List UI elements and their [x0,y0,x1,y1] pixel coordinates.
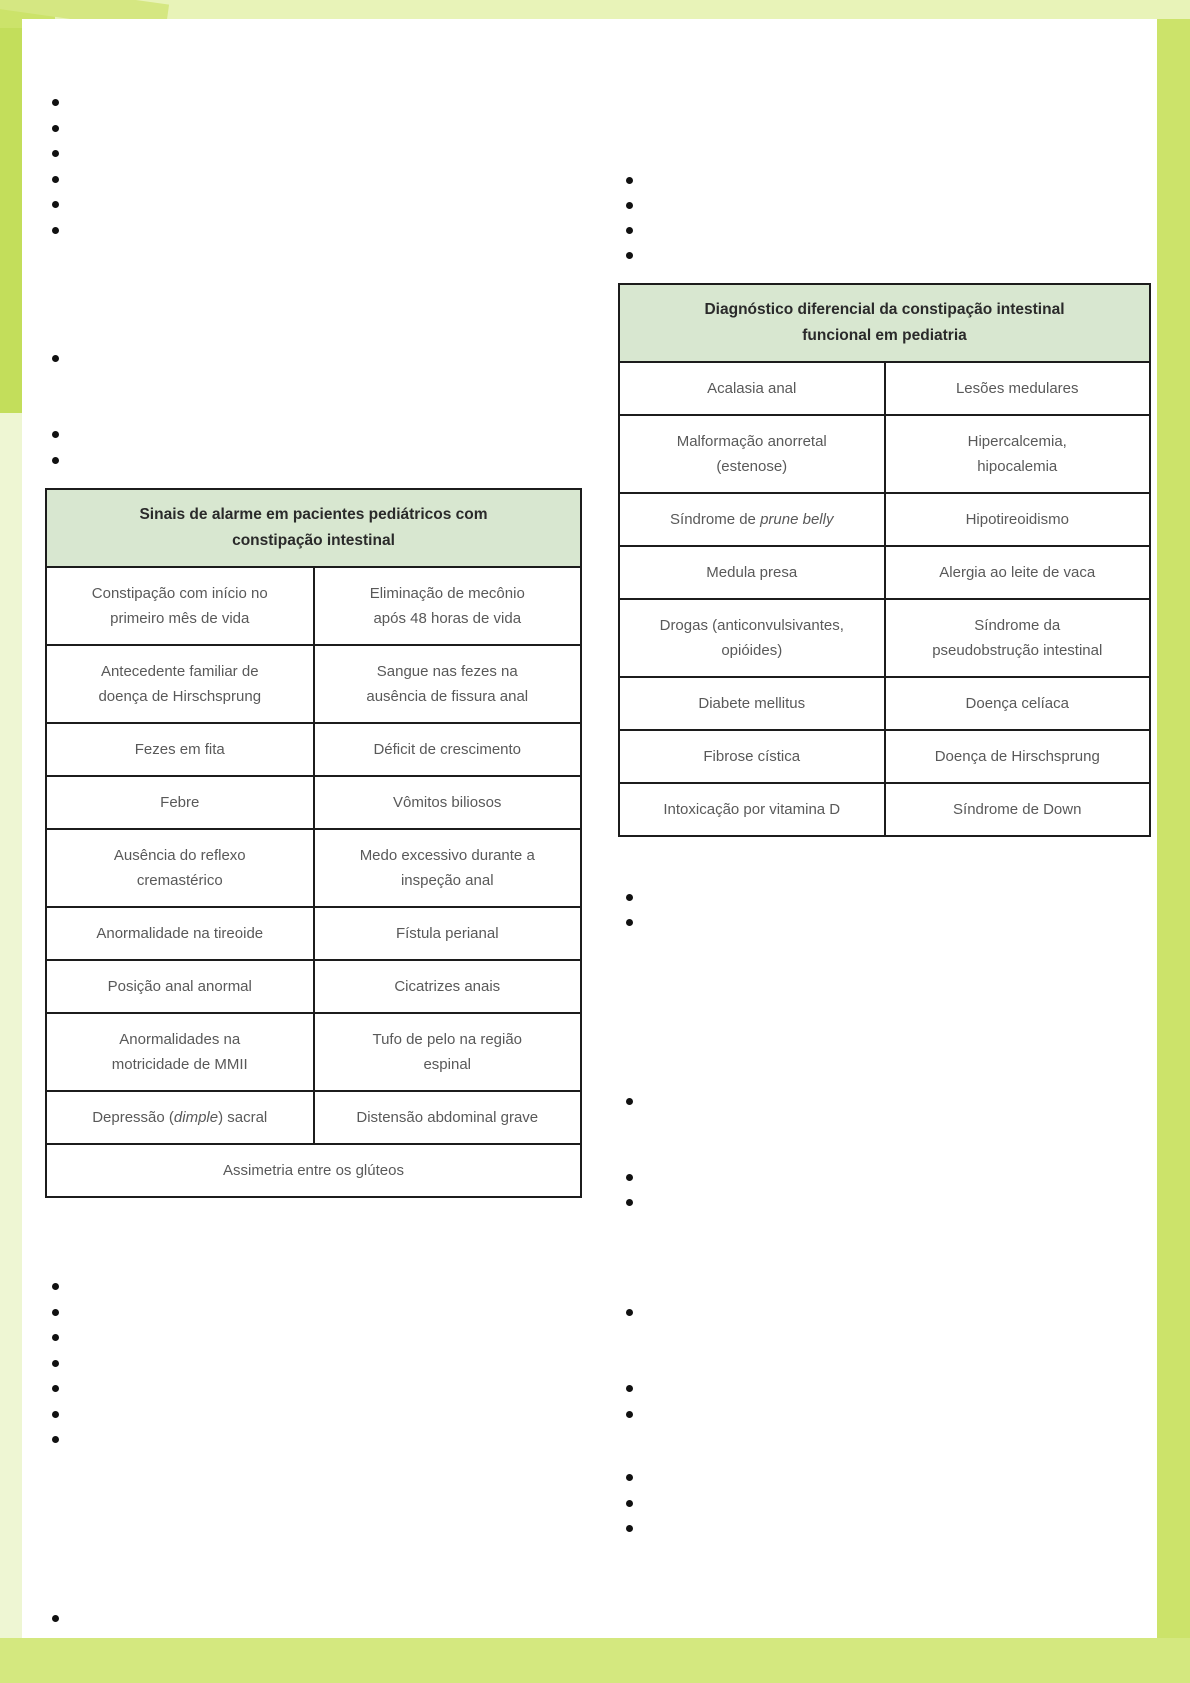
table-row: Assimetria entre os glúteos [45,1143,582,1198]
table-cell: Medula presa [618,545,886,600]
table-cell: Anormalidades na motricidade de MMII [45,1012,315,1092]
bullet-marker [52,99,59,106]
bullet-marker [626,1174,633,1181]
table-cell: Hipotireoidismo [883,492,1151,547]
bullet-marker [52,150,59,157]
table-cell: Fezes em fita [45,722,315,777]
bullet-marker [626,1525,633,1532]
table-cell: Alergia ao leite de vaca [883,545,1151,600]
bullet-marker [52,226,59,234]
table-cell: Sangue nas fezes na ausência de fissura … [312,644,582,724]
table-cell: Febre [45,775,315,830]
table-cell: Posição anal anormal [45,959,315,1014]
bullet-marker [626,227,633,234]
bullet-marker [626,1474,633,1481]
table-row: Malformação anorretal (estenose)Hipercal… [618,414,1151,494]
bullet-marker [626,1385,633,1392]
table-cell: Eliminação de mecônio após 48 horas de v… [312,566,582,646]
table-cell: Doença celíaca [883,676,1151,731]
bullet-marker [626,919,633,926]
background-shape-top [55,0,1190,19]
background-shape-left-bright [0,28,22,413]
bullet-marker [52,1385,59,1392]
table-cell: Tufo de pelo na região espinal [312,1012,582,1092]
bullet-marker [52,1359,59,1367]
bullet-marker [626,1499,633,1507]
table-cell: Síndrome de prune belly [618,492,886,547]
table-row: Antecedente familiar de doença de Hirsch… [45,644,582,724]
bullet-marker [52,201,59,208]
alarm-signs-table: Sinais de alarme em pacientes pediátrico… [45,488,582,1198]
bullet-marker [626,177,633,184]
table-cell: Cicatrizes anais [312,959,582,1014]
differential-diagnosis-table: Diagnóstico diferencial da constipação i… [618,283,1151,837]
table-cell: Acalasia anal [618,361,886,416]
bullet-marker [626,1309,633,1316]
table-cell: Malformação anorretal (estenose) [618,414,886,494]
bullet-marker [626,1199,633,1206]
bullet-marker [52,1436,59,1443]
bullet-marker [626,202,633,209]
bullet-marker [52,456,59,464]
bullet-marker [626,252,633,259]
background-shape-bottom [0,1638,1190,1683]
table-cell: Distensão abdominal grave [312,1090,582,1145]
table-cell: Fibrose cística [618,729,886,784]
table-cell: Síndrome de Down [883,782,1151,837]
table-cell: Lesões medulares [883,361,1151,416]
bullet-marker [52,1283,59,1290]
table-cell: Hipercalcemia, hipocalemia [883,414,1151,494]
alarm-signs-table-body: Constipação com início no primeiro mês d… [45,566,582,1198]
bullet-marker [626,894,633,901]
document-page: Sinais de alarme em pacientes pediátrico… [22,19,1157,1638]
background-shape-left-pale [0,413,22,1683]
bullet-marker [52,1410,59,1418]
table-cell: Anormalidade na tireoide [45,906,315,961]
table-cell: Constipação com início no primeiro mês d… [45,566,315,646]
differential-diagnosis-table-title: Diagnóstico diferencial da constipação i… [618,283,1151,363]
bullet-marker [52,355,59,362]
bullet-marker [52,431,59,438]
table-cell: Doença de Hirschsprung [883,729,1151,784]
bullet-marker [52,1308,59,1316]
bullet-marker [52,175,59,183]
table-cell-full-width: Assimetria entre os glúteos [45,1143,582,1198]
bullet-marker [626,1411,633,1418]
bullet-marker [626,1098,633,1105]
table-cell: Ausência do reflexo cremastérico [45,828,315,908]
table-row: Constipação com início no primeiro mês d… [45,566,582,646]
table-cell: Síndrome da pseudobstrução intestinal [883,598,1151,678]
bullet-marker [52,1615,59,1622]
table-cell: Drogas (anticonvulsivantes, opióides) [618,598,886,678]
table-cell: Antecedente familiar de doença de Hirsch… [45,644,315,724]
table-cell: Depressão (dimple) sacral [45,1090,315,1145]
table-cell: Diabete mellitus [618,676,886,731]
table-cell: Fístula perianal [312,906,582,961]
table-cell: Déficit de crescimento [312,722,582,777]
bullet-marker [52,124,59,132]
alarm-signs-table-title: Sinais de alarme em pacientes pediátrico… [45,488,582,568]
table-cell: Intoxicação por vitamina D [618,782,886,837]
table-row: Drogas (anticonvulsivantes, opióides)Sín… [618,598,1151,678]
table-cell: Vômitos biliosos [312,775,582,830]
bullet-marker [52,1334,59,1341]
table-cell: Medo excessivo durante a inspeção anal [312,828,582,908]
